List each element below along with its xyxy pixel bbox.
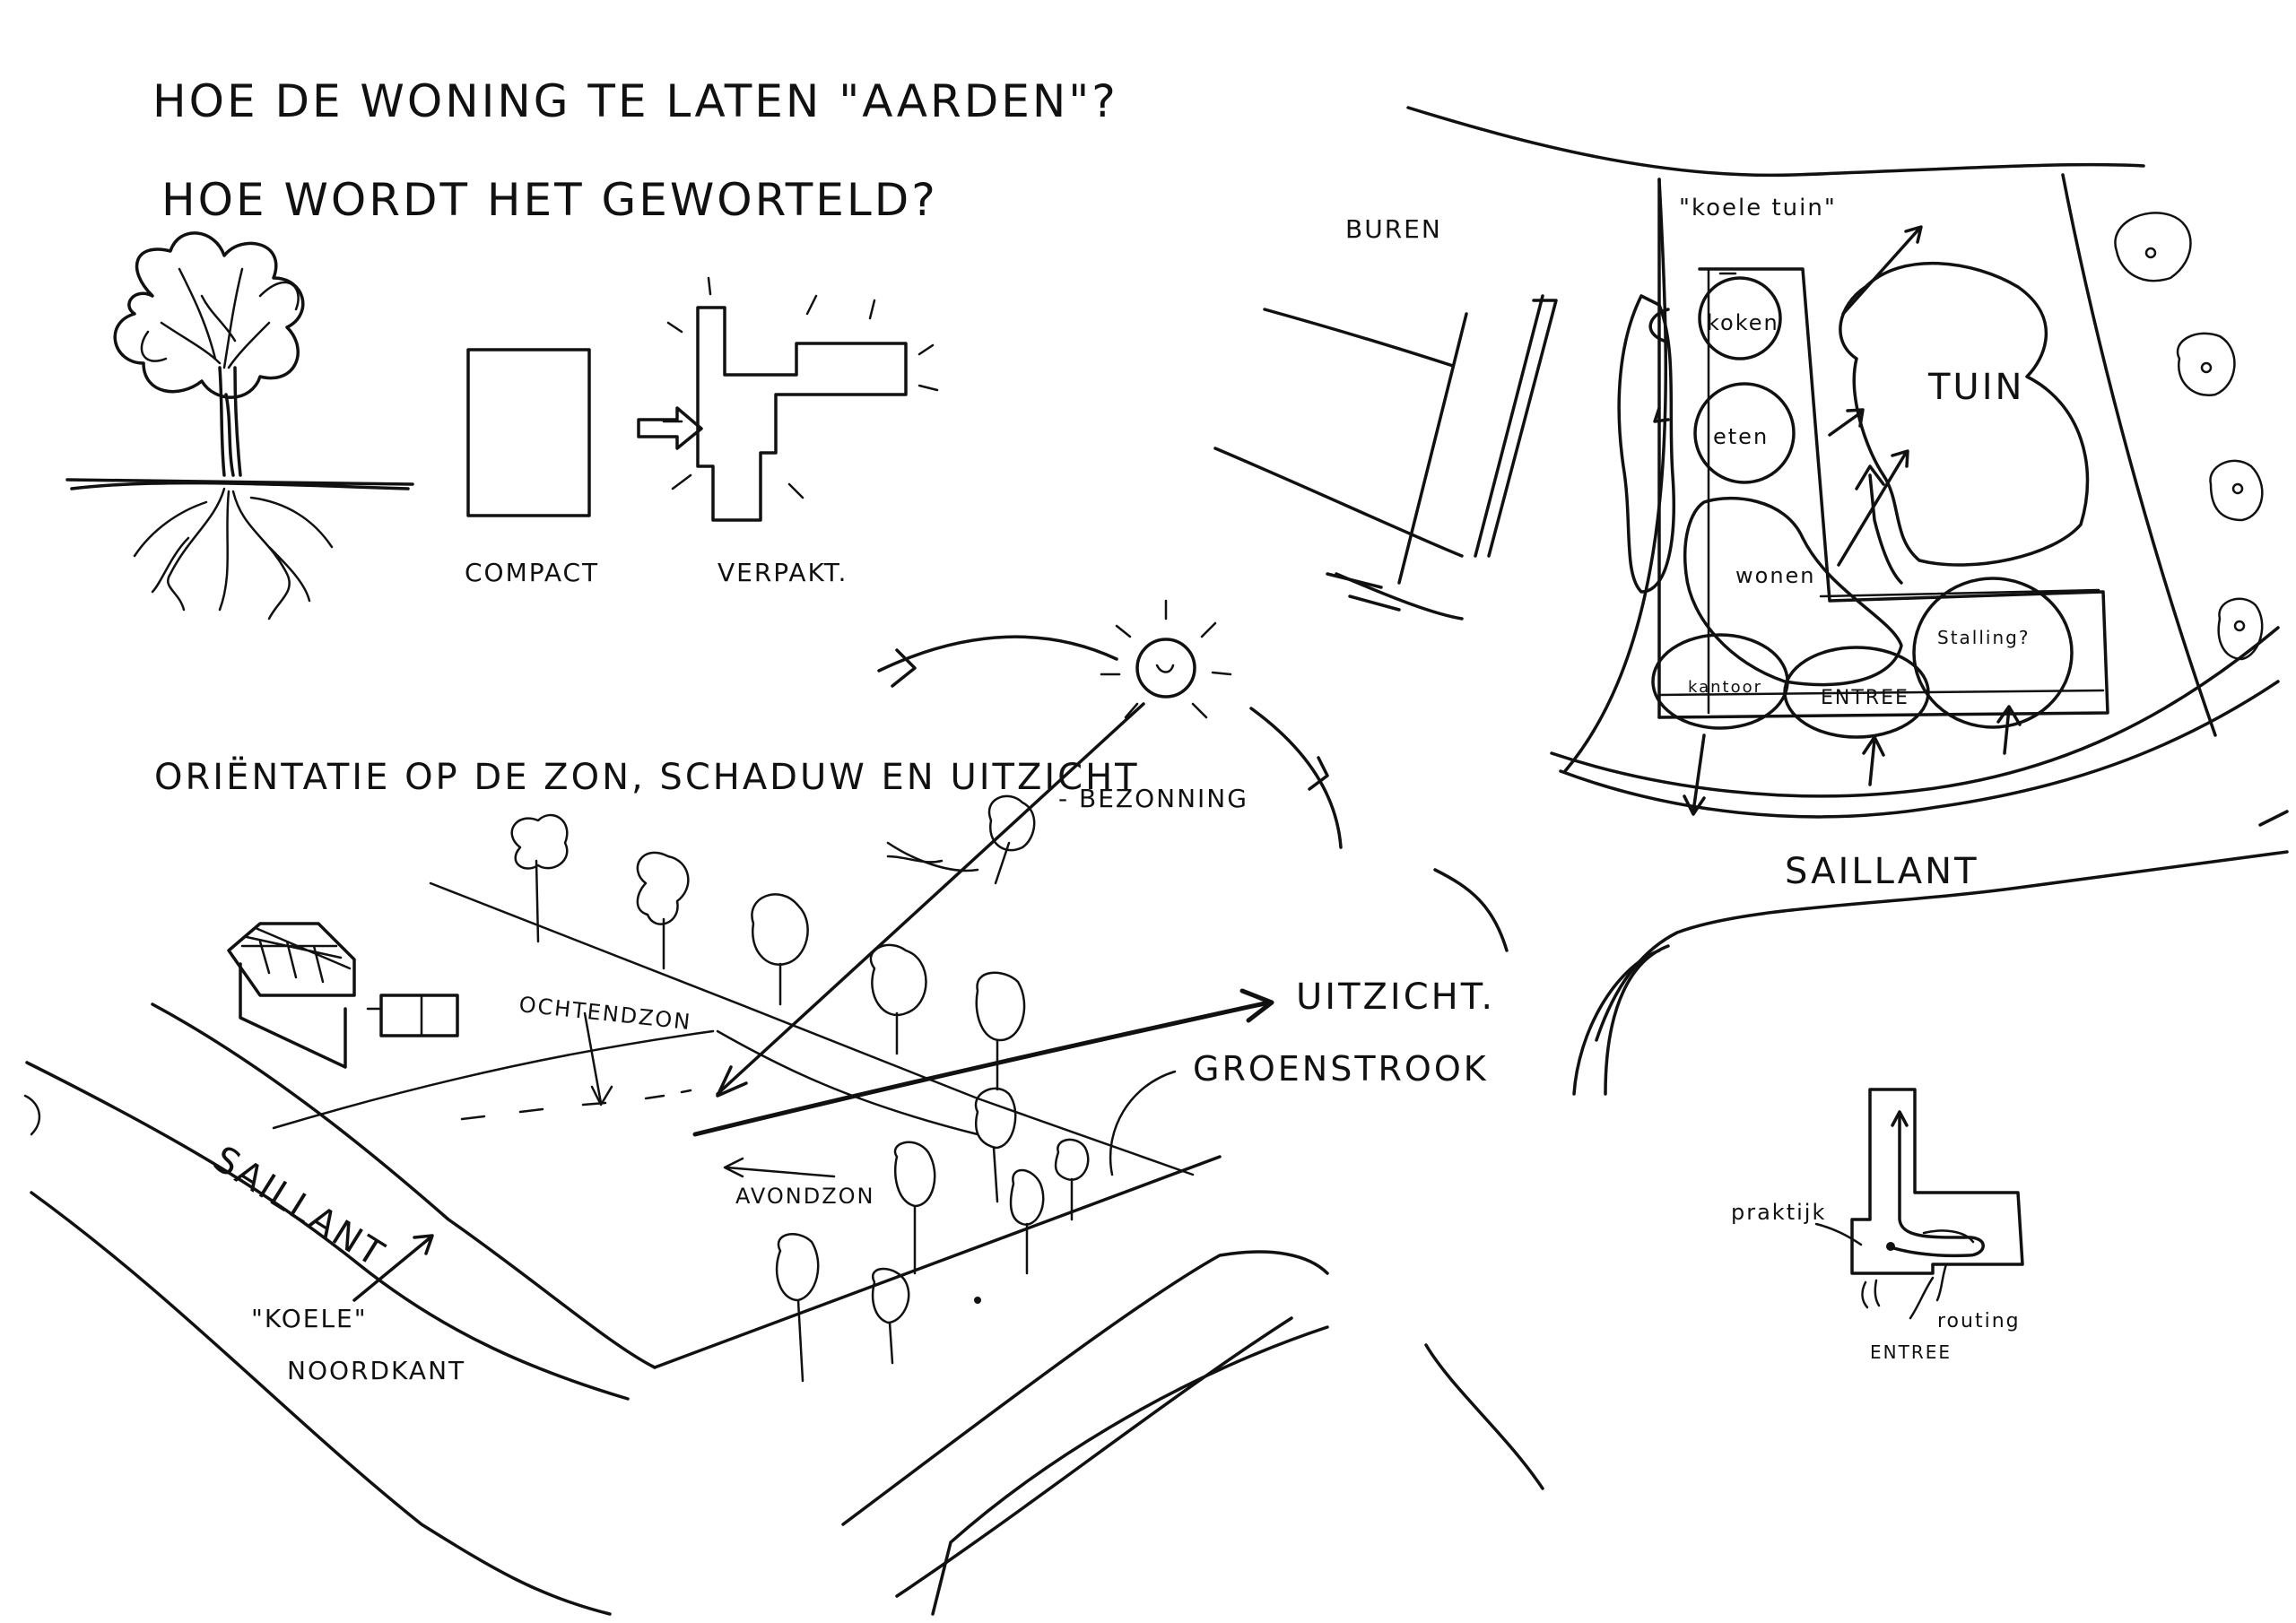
wonen-label: wonen xyxy=(1735,563,1816,588)
uitzicht-label: UITZICHT. xyxy=(1296,976,1495,1018)
street-label-plan: SAILLANT xyxy=(1785,851,1979,892)
site-plan-sketch xyxy=(1213,106,2289,1096)
verpakt-label: VERPAKT. xyxy=(718,558,848,587)
bezonning-label: - BEZONNING xyxy=(1058,784,1248,813)
buren-label: BUREN xyxy=(1345,214,1442,244)
ochtendzon-label: OCHTENDZON xyxy=(517,992,692,1035)
compact-label: COMPACT xyxy=(465,558,599,587)
tuin-label: TUIN xyxy=(1927,367,2024,408)
noordkant-label: NOORDKANT xyxy=(287,1356,465,1385)
street-label-perspective: SAILLANT xyxy=(206,1138,393,1276)
bezonning-arrow xyxy=(716,702,1145,1096)
koele-tuin-label: "koele tuin" xyxy=(1679,195,1837,221)
sun-path-arc-right xyxy=(1249,707,1343,849)
tree-row xyxy=(510,794,1090,1383)
groenstrook-label: GROENSTROOK xyxy=(1193,1049,1489,1089)
avondzon-arrow xyxy=(725,1166,836,1178)
routing-label: routing xyxy=(1937,1310,2021,1332)
koele-arrow xyxy=(352,1236,432,1302)
praktijk-label: praktijk xyxy=(1731,1200,1826,1225)
sun-sketch xyxy=(1100,599,1232,719)
uitzicht-arrow xyxy=(692,1000,1272,1137)
perspective-site-sketch xyxy=(23,702,1544,1616)
title-line-2: HOE WORDT HET GEWORTELD? xyxy=(161,174,938,226)
koele-label: "KOELE" xyxy=(251,1304,368,1333)
eten-label: eten xyxy=(1713,424,1769,449)
stalling-label: Stalling? xyxy=(1937,627,2030,648)
compact-block xyxy=(466,348,591,517)
avondzon-label: AVONDZON xyxy=(735,1184,875,1209)
tree-with-roots-sketch xyxy=(65,231,414,621)
kantoor-label: kantoor xyxy=(1688,678,1762,697)
entree-label-plan: ENTREE xyxy=(1821,687,1909,709)
arrow-compact-to-verpakt xyxy=(637,406,703,450)
orientation-heading: ORIËNTATIE OP DE ZON, SCHADUW EN UITZICH… xyxy=(154,755,1140,798)
sun-path-arc-left xyxy=(877,635,1118,673)
house-sketch xyxy=(227,922,459,1069)
ochtendzon-arrow xyxy=(583,1011,603,1105)
verpakt-form xyxy=(662,276,939,522)
title-line-1: HOE DE WONING TE LATEN "AARDEN"? xyxy=(152,75,1118,127)
tuin-bubble xyxy=(1839,262,2090,567)
entree-label-routing: ENTREE xyxy=(1870,1341,1952,1363)
koken-label: koken xyxy=(1707,310,1779,335)
routing-diagram xyxy=(1814,1088,2024,1320)
